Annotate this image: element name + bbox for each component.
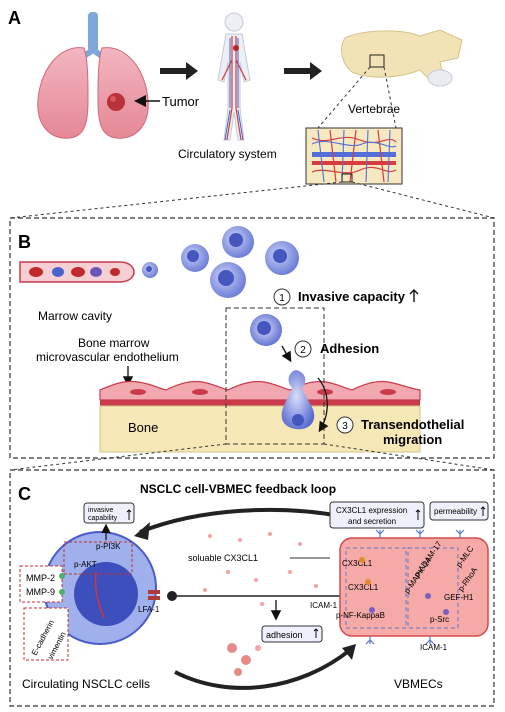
panel-a: A Tumor Circulatory system [8,8,495,219]
endothelium-label-line2: microvascular endothelium [36,350,179,364]
svg-text:and secretion: and secretion [348,517,396,526]
panel-c-label: C [18,484,31,504]
panel-c-title: NSCLC cell-VBMEC feedback loop [140,482,336,496]
marrow-vasculature-inset [305,127,403,185]
src-label: p-Src [430,615,449,624]
soluble-cx3cl1-particles [203,532,318,676]
tumor-mass [107,93,125,111]
arrow-body-to-spine [284,62,322,80]
trachea [88,12,98,52]
lungs-illustration [37,12,149,139]
endothelium-label-line1: Bone marrow [78,336,150,350]
migrating-cell-sequence [250,314,329,433]
migration-zoom-frame [225,307,325,445]
marrow-cavity-label: Marrow cavity [38,309,112,323]
mmp9-label: MMP-9 [26,587,55,597]
panel-b-label: B [18,232,31,252]
blood-vessel [19,261,135,283]
step1-badge [273,288,291,306]
circulating-tumor-cells [142,226,299,298]
vertebrae-label: Vertebrae [348,102,400,116]
vbmec-receptors [359,529,465,645]
cx3cl1-label-a: CX3CL1 [342,559,373,568]
step2-badge [294,340,312,358]
circulating-nsclc-label: Circulating NSCLC cells [22,677,150,691]
step3-label-line2: migration [383,432,442,447]
pi3k-label: p-PI3K [96,542,121,551]
step2-label: Adhesion [320,341,379,356]
feedback-arrow-bottom [174,648,352,690]
svg-text:3: 3 [342,421,348,432]
right-lung [97,47,149,139]
panel-c: C NSCLC cell-VBMEC feedback loop soluabl… [9,469,495,707]
panel-a-label: A [8,8,21,28]
vbmec-cell [339,537,489,637]
svg-text:1: 1 [279,293,285,304]
endothelium-layer [99,380,421,406]
svg-text:capability: capability [88,515,118,522]
nfkb-label: p-NF-KappaB [336,611,385,620]
circulatory-label: Circulatory system [178,147,277,161]
arrow-lung-to-body [160,62,198,80]
soluble-cx3cl1-label: soluable CX3CL1 [188,553,258,563]
panel-b-frame [9,217,495,459]
svg-text:adhesion: adhesion [266,630,303,640]
cx3cl1-label-b: CX3CL1 [348,583,379,592]
zoom-box [369,54,385,68]
step1-label: Invasive capacity [298,289,406,304]
permeability-box [429,501,489,521]
cx3cl1-expression-box [329,501,425,529]
nsclc-nucleus [74,562,138,626]
icam1-label-b: ICAM-1 [420,643,448,652]
panel-c-frame [9,469,495,707]
panel-b: B Marrow cavity Bone marrow microvascula… [9,217,495,471]
gefh1-label: GEF-H1 [444,593,474,602]
vbmecs-label: VBMECs [394,677,443,691]
invasive-capability-box [83,502,135,524]
lfa1-label: LFA-1 [138,605,160,614]
icam1-label-a: ICAM-1 [310,601,338,610]
nsclc-cell [43,531,157,645]
increase-arrow-1 [409,289,419,302]
circulatory-body-illustration [217,12,251,141]
bone-label: Bone [128,420,158,435]
svg-text:2: 2 [300,345,306,356]
mmp2-label: MMP-2 [26,573,55,583]
svg-text:permeability: permeability [434,507,477,516]
tumor-label: Tumor [162,94,200,109]
akt-label: p-AKT [74,560,97,569]
svg-text:invasive: invasive [88,507,113,514]
adhesion-box [261,625,323,643]
feedback-arrow-top [139,507,341,534]
vertebrae-illustration [341,29,463,87]
heart [233,45,239,51]
step3-label-line1: Transendothelial [361,417,464,432]
step3-badge [336,416,354,434]
svg-text:CX3CL1 expression: CX3CL1 expression [336,506,407,515]
left-lung [37,47,89,139]
